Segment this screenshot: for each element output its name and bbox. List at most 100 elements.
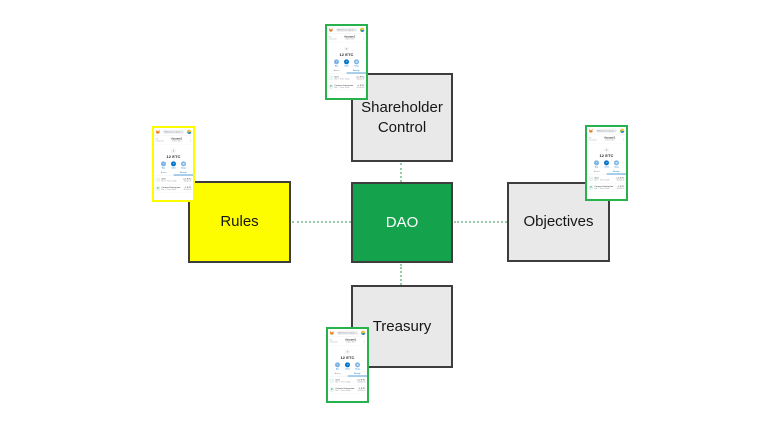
send-icon: ↗ bbox=[170, 161, 176, 167]
wallet-mockup: Ethereum Classic ▾ Not connected Account… bbox=[587, 127, 626, 199]
wallet-header: Ethereum Classic ▾ bbox=[328, 329, 367, 337]
wallet-header: Ethereum Classic ▾ bbox=[154, 128, 193, 136]
tx-subtitle: Mar 4 · From: 0x0d2 bbox=[335, 380, 351, 383]
account-row: Not connected Account 1 0x0d2...f31C ⋮ bbox=[587, 135, 626, 144]
tx-amount: -1 ETC bbox=[184, 186, 192, 189]
token-logo-icon: ◆ bbox=[343, 46, 349, 52]
send-icon: ↗ bbox=[603, 160, 609, 166]
tx-fiat: -$1,600.00 bbox=[356, 86, 365, 89]
wallet-thumbnail-objectives[interactable]: Ethereum Classic ▾ Not connected Account… bbox=[585, 125, 628, 201]
wallet-thumbnail-rules[interactable]: Ethereum Classic ▾ Not connected Account… bbox=[152, 126, 195, 202]
account-address: 0x0d2...f31C bbox=[346, 341, 356, 344]
swap-icon: ⇄ bbox=[613, 160, 619, 166]
tx-fiat: -$2,400.00 bbox=[183, 179, 192, 182]
connector-dao-rules bbox=[292, 221, 351, 223]
swap-icon: ⇄ bbox=[354, 362, 360, 368]
tab-activity: Activity bbox=[173, 171, 193, 176]
balance-section: ◆ 12 ETC bbox=[154, 145, 193, 159]
tx-subtitle: Mar 2 · From: 0x0d2 bbox=[334, 86, 350, 89]
contract-tx-icon: ⇄ bbox=[588, 185, 593, 190]
action-buttons: + Buy ↗ Send ⇄ Swap bbox=[587, 160, 626, 168]
tx-amount: -1.5 ETC bbox=[182, 177, 192, 180]
transaction-list: ↗ Sent Mar 4 · From: 0x0d2 -1.5 ETC -$2,… bbox=[327, 73, 366, 91]
swap-label: Swap bbox=[355, 367, 360, 370]
tx-title: Sent bbox=[335, 378, 340, 381]
node-shareholder-control[interactable]: Shareholder Control bbox=[351, 73, 453, 162]
transaction-row: ↗ Sent Mar 4 · From: 0x0d2 -1.5 ETC -$2,… bbox=[154, 175, 193, 185]
tx-fiat: -$2,400.00 bbox=[357, 380, 366, 383]
token-glyph: ◆ bbox=[346, 350, 349, 353]
account-name: Account 1 bbox=[345, 338, 357, 342]
action-buttons: + Buy ↗ Send ⇄ Swap bbox=[327, 59, 366, 67]
wallet-header: Ethereum Classic ▾ bbox=[327, 26, 366, 34]
connector-dao-treasury bbox=[400, 264, 402, 285]
buy-icon: + bbox=[593, 160, 599, 166]
node-label: Objectives bbox=[523, 213, 594, 231]
buy-label: Buy bbox=[334, 64, 339, 67]
tx-title: Contract Interaction bbox=[594, 185, 614, 188]
balance-amount: 12 ETC bbox=[340, 355, 355, 360]
account-avatar bbox=[359, 27, 365, 32]
network-name: Ethereum Classic bbox=[338, 331, 356, 334]
action-buttons: + Buy ↗ Send ⇄ Swap bbox=[328, 362, 367, 370]
account-row: Not connected Account 1 0x0d2...f31C ⋮ bbox=[154, 136, 193, 145]
node-dao[interactable]: DAO bbox=[351, 182, 453, 263]
tx-fiat: -$2,400.00 bbox=[616, 178, 625, 181]
contract-tx-icon: ⇄ bbox=[155, 186, 160, 191]
kebab-menu-icon: ⋮ bbox=[362, 340, 366, 343]
swap-icon: ⇄ bbox=[353, 59, 359, 65]
buy-icon: + bbox=[333, 59, 339, 65]
send-icon: ↗ bbox=[344, 362, 350, 368]
tx-title: Contract Interaction bbox=[335, 387, 355, 390]
wallet-tabs: Assets Activity bbox=[328, 372, 367, 377]
tx-amount: -1 ETC bbox=[617, 185, 625, 188]
tx-subtitle: Mar 2 · From: 0x0d2 bbox=[335, 389, 351, 392]
chevron-down-icon: ▾ bbox=[354, 28, 356, 31]
metamask-fox-icon bbox=[329, 330, 334, 335]
swap-icon: ⇄ bbox=[180, 161, 186, 167]
swap-label: Swap bbox=[181, 166, 186, 169]
kebab-menu-icon: ⋮ bbox=[361, 37, 365, 40]
token-glyph: ◆ bbox=[172, 149, 175, 152]
network-selector: Ethereum Classic ▾ bbox=[162, 129, 185, 134]
send-label: Send bbox=[604, 165, 609, 168]
tx-title: Sent bbox=[594, 176, 599, 179]
sent-tx-icon: ↗ bbox=[329, 378, 334, 383]
contract-tx-icon: ⇄ bbox=[329, 387, 334, 392]
node-rules[interactable]: Rules bbox=[188, 181, 291, 263]
wallet-mockup: Ethereum Classic ▾ Not connected Account… bbox=[327, 26, 366, 98]
account-row: Not connected Account 1 0x0d2...f31C ⋮ bbox=[327, 34, 366, 43]
tx-fiat: -$2,400.00 bbox=[356, 77, 365, 80]
transaction-row: ⇄ Contract Interaction Mar 2 · From: 0x0… bbox=[587, 183, 626, 192]
tx-amount: -1.5 ETC bbox=[356, 378, 366, 381]
send-label: Send bbox=[345, 367, 350, 370]
account-address: 0x0d2...f31C bbox=[345, 38, 355, 41]
network-selector: Ethereum Classic ▾ bbox=[335, 27, 358, 32]
metamask-fox-icon bbox=[328, 27, 333, 32]
wallet-thumbnail-shareholder[interactable]: Ethereum Classic ▾ Not connected Account… bbox=[325, 24, 368, 100]
account-name: Account 1 bbox=[171, 137, 183, 141]
send-label: Send bbox=[171, 166, 176, 169]
wallet-header: Ethereum Classic ▾ bbox=[587, 127, 626, 135]
kebab-menu-icon: ⋮ bbox=[188, 139, 192, 142]
send-label: Send bbox=[344, 64, 349, 67]
wallet-tabs: Assets Activity bbox=[587, 170, 626, 175]
tab-assets: Assets bbox=[593, 170, 600, 173]
wallet-thumbnail-treasury[interactable]: Ethereum Classic ▾ Not connected Account… bbox=[326, 327, 369, 403]
transaction-row: ⇄ Contract Interaction Mar 2 · From: 0x0… bbox=[154, 184, 193, 193]
tx-amount: -1 ETC bbox=[357, 84, 365, 87]
buy-icon: + bbox=[160, 161, 166, 167]
tab-assets: Assets bbox=[334, 372, 341, 375]
account-row: Not connected Account 1 0x0d2...f31C ⋮ bbox=[328, 337, 367, 346]
network-selector: Ethereum Classic ▾ bbox=[336, 330, 359, 335]
transaction-list: ↗ Sent Mar 4 · From: 0x0d2 -1.5 ETC -$2,… bbox=[154, 175, 193, 193]
tab-assets: Assets bbox=[333, 69, 340, 72]
transaction-row: ↗ Sent Mar 4 · From: 0x0d2 -1.5 ETC -$2,… bbox=[327, 73, 366, 83]
network-name: Ethereum Classic bbox=[597, 129, 615, 132]
balance-section: ◆ 12 ETC bbox=[587, 144, 626, 158]
chevron-down-icon: ▾ bbox=[181, 130, 183, 133]
wallet-tabs: Assets Activity bbox=[327, 69, 366, 74]
node-label: DAO bbox=[385, 213, 419, 231]
balance-amount: 12 ETC bbox=[599, 153, 614, 158]
